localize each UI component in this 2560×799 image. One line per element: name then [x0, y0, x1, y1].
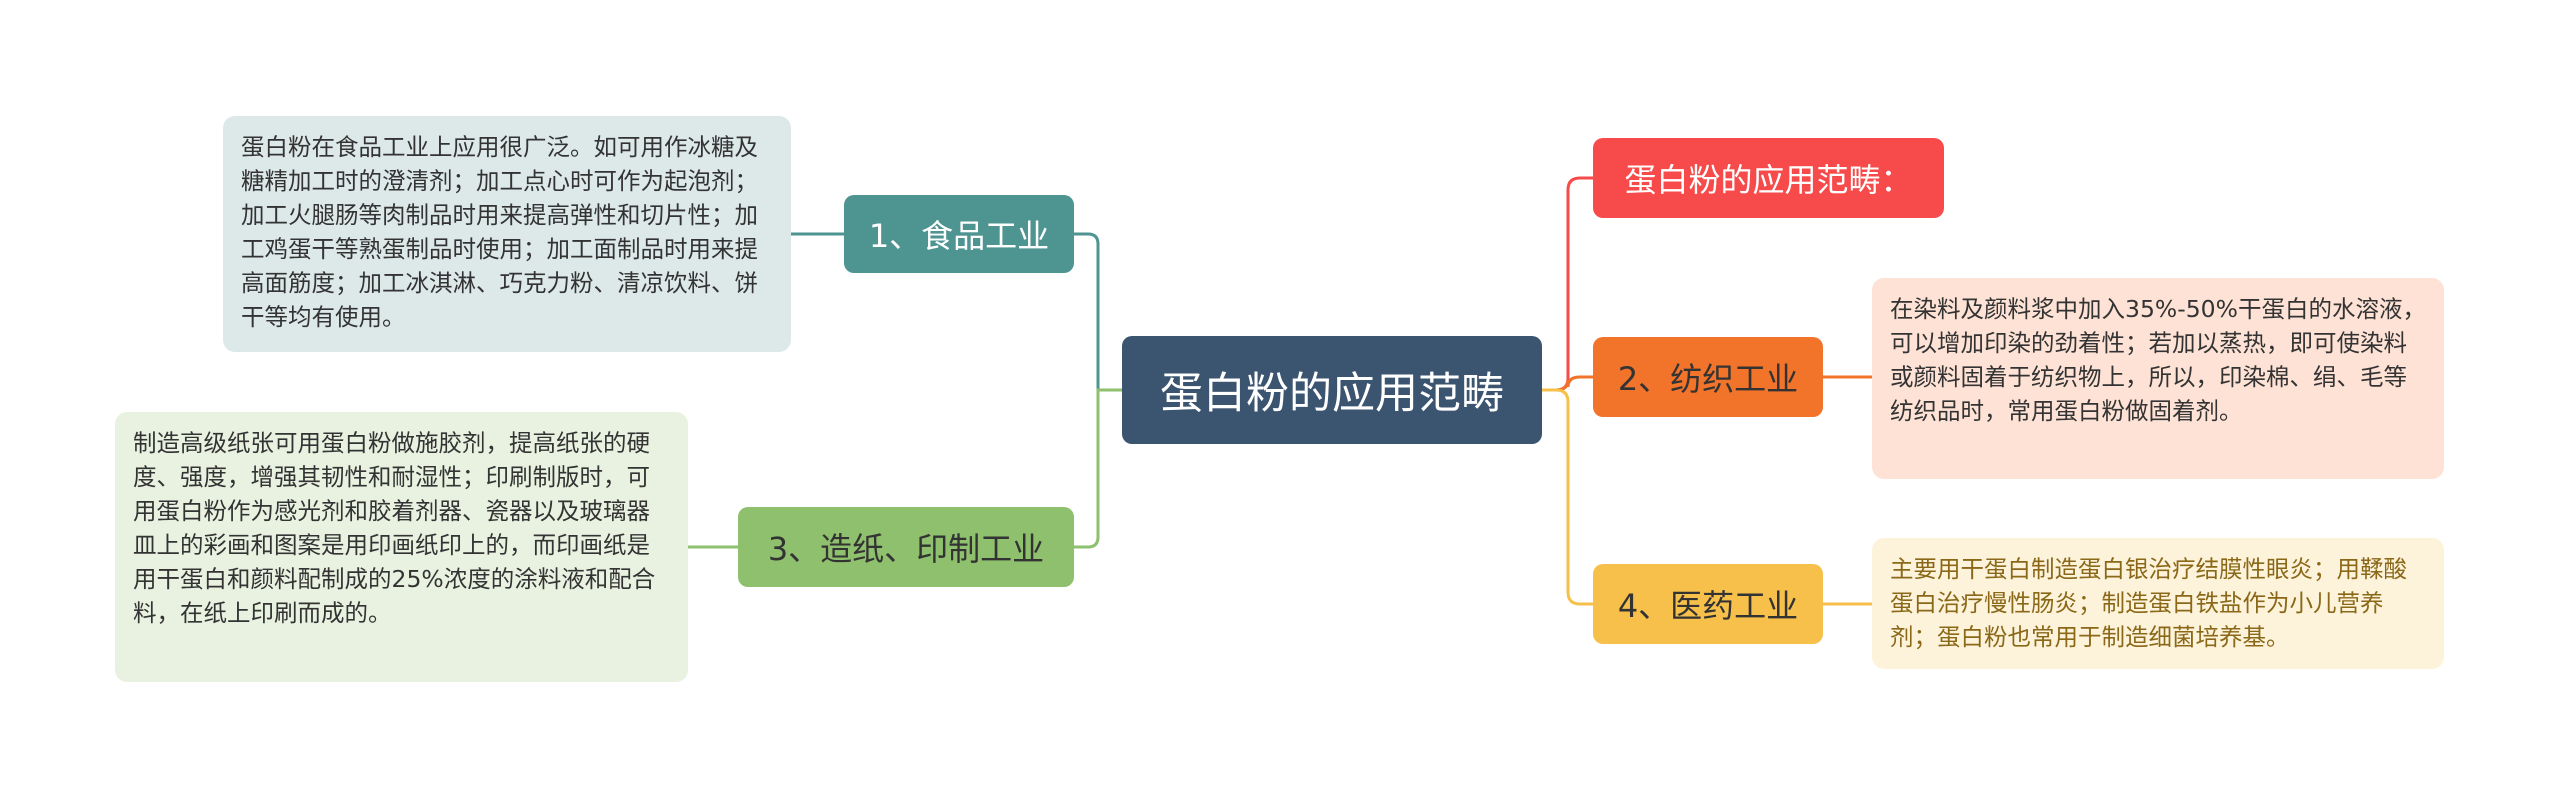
branch-textile-industry[interactable]: 2、纺织工业 — [1593, 337, 1823, 417]
branch-application-scope[interactable]: 蛋白粉的应用范畴： — [1593, 138, 1944, 218]
connector-food — [1074, 232, 1122, 392]
note-pharmaceutical-industry: 主要用干蛋白制造蛋白银治疗结膜性眼炎；用鞣酸蛋白治疗慢性肠炎；制造蛋白铁盐作为小… — [1872, 538, 2444, 669]
branch-food-industry[interactable]: 1、食品工业 — [844, 195, 1074, 273]
connector-med — [1542, 388, 1593, 606]
branch-paper-printing-industry[interactable]: 3、造纸、印制工业 — [738, 507, 1074, 587]
connector-r0 — [1542, 176, 1593, 392]
connector-paper — [1074, 388, 1122, 549]
branch-pharmaceutical-industry[interactable]: 4、医药工业 — [1593, 564, 1823, 644]
note-textile-industry: 在染料及颜料浆中加入35%-50%干蛋白的水溶液，可以增加印染的劲着性；若加以蒸… — [1872, 278, 2444, 479]
note-food-industry: 蛋白粉在食品工业上应用很广泛。如可用作冰糖及糖精加工时的澄清剂；加工点心时可作为… — [223, 116, 791, 352]
note-paper-printing-industry: 制造高级纸张可用蛋白粉做施胶剂，提高纸张的硬度、强度，增强其韧性和耐湿性；印刷制… — [115, 412, 688, 682]
central-topic[interactable]: 蛋白粉的应用范畴 — [1122, 336, 1542, 444]
